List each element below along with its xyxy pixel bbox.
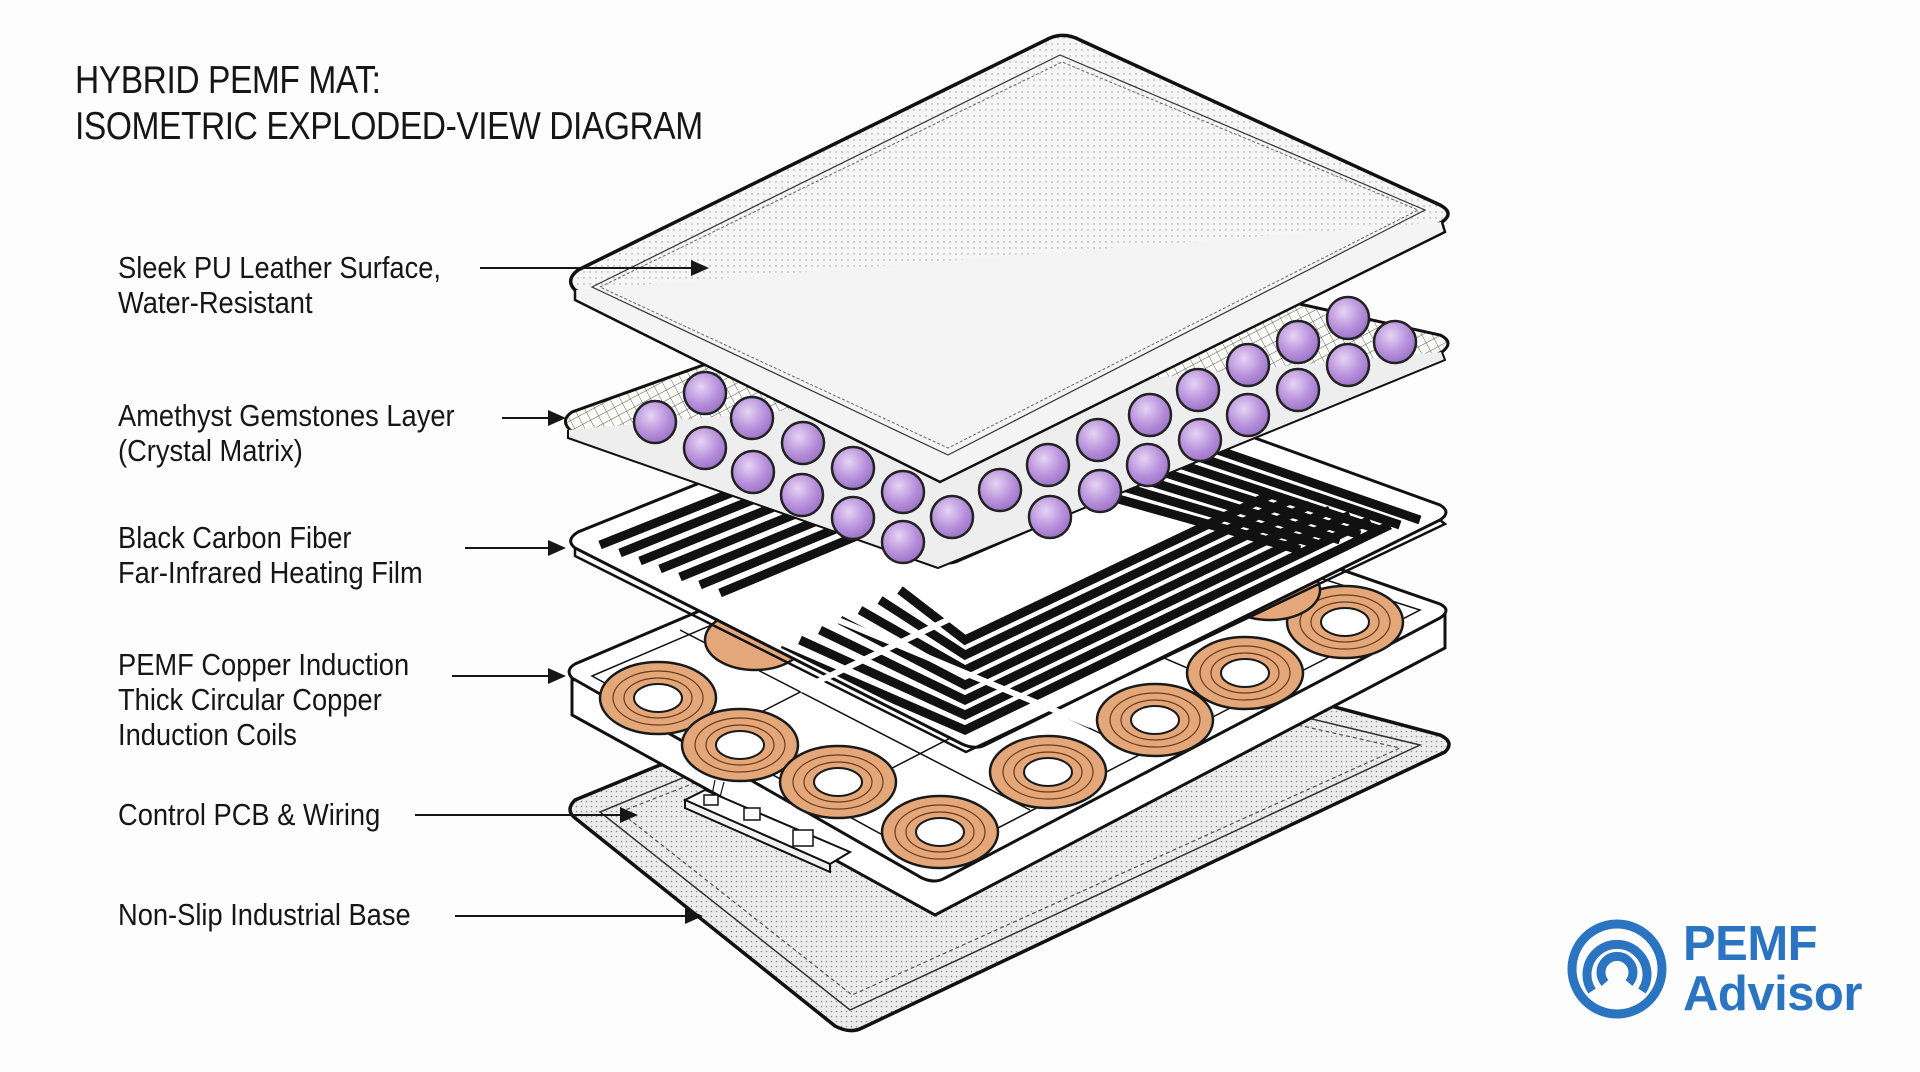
label-line: PEMF Copper Induction: [118, 647, 410, 682]
copper-coils: [598, 558, 1405, 870]
logo-wordmark: PEMF Advisor: [1683, 919, 1862, 1019]
signal-waves-icon: [1567, 919, 1667, 1019]
label-pu-leather-surface: Sleek PU Leather Surface, Water-Resistan…: [118, 250, 441, 320]
label-line: Black Carbon Fiber: [118, 520, 352, 555]
label-non-slip-base: Non-Slip Industrial Base: [118, 897, 411, 932]
label-carbon-heating-film: Black Carbon Fiber Far-Infrared Heating …: [118, 520, 423, 590]
amethyst-gemstones: [632, 295, 1418, 565]
label-line: Non-Slip Industrial Base: [118, 897, 411, 932]
label-line: Thick Circular Copper: [118, 682, 382, 717]
label-line: Induction Coils: [118, 717, 297, 752]
label-line: (Crystal Matrix): [118, 433, 303, 468]
title-line-1: HYBRID PEMF MAT:: [75, 59, 381, 102]
label-line: Water-Resistant: [118, 285, 313, 320]
label-line: Amethyst Gemstones Layer: [118, 398, 455, 433]
logo-line-2: Advisor: [1683, 967, 1862, 1021]
control-pcb: [682, 779, 853, 874]
label-copper-coils: PEMF Copper Induction Thick Circular Cop…: [118, 647, 409, 752]
label-control-pcb: Control PCB & Wiring: [118, 797, 380, 832]
logo-line-1: PEMF: [1683, 917, 1818, 971]
label-amethyst-gemstones: Amethyst Gemstones Layer (Crystal Matrix…: [118, 398, 455, 468]
pemf-advisor-logo: PEMF Advisor: [1565, 915, 1905, 1025]
diagram-title: HYBRID PEMF MAT: ISOMETRIC EXPLODED-VIEW…: [75, 58, 703, 150]
pu-leather-surface-layer: [568, 33, 1450, 484]
title-line-2: ISOMETRIC EXPLODED-VIEW DIAGRAM: [75, 105, 703, 148]
label-line: Control PCB & Wiring: [118, 797, 381, 832]
label-line: Far-Infrared Heating Film: [118, 555, 423, 590]
leader-arrows: [415, 260, 709, 924]
label-line: Sleek PU Leather Surface,: [118, 250, 442, 285]
